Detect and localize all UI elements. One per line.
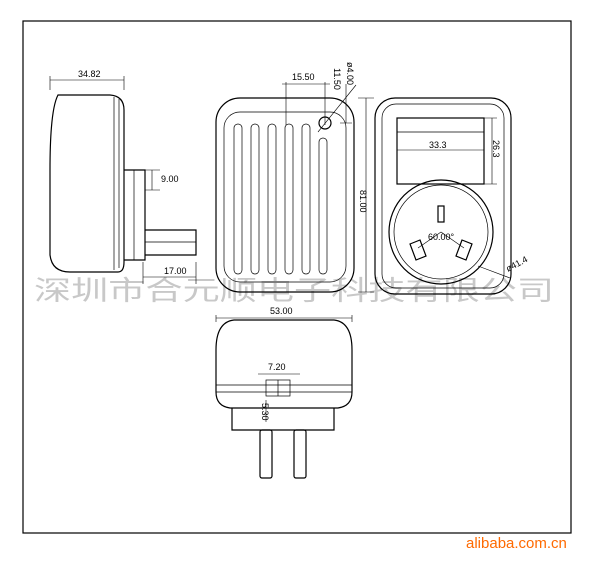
dim-bottom-width: 53.00 — [270, 306, 293, 316]
dim-socket-diameter: ø41.4 — [504, 254, 529, 274]
dim-window-height: 26.3 — [491, 140, 501, 158]
dim-hole-offset: 15.50 — [292, 72, 315, 82]
dim-pin-spacing: 7.20 — [268, 362, 286, 372]
dim-plug-offset: 9.00 — [161, 174, 179, 184]
dim-plug-length: 17.00 — [164, 266, 187, 276]
dim-pin-angle: 60.00° — [428, 232, 455, 242]
dim-side-width: 34.82 — [78, 69, 101, 79]
drawing-frame — [22, 20, 572, 534]
dim-window-width: 33.3 — [429, 140, 447, 150]
dim-pin-width: 5.30 — [260, 403, 270, 421]
alibaba-logo: alibaba.com.cn — [466, 535, 567, 552]
dim-height: 81.00 — [358, 190, 368, 213]
bottom-view — [215, 315, 353, 479]
dim-hole-diameter: ø4.00 — [345, 62, 355, 85]
face-view — [374, 97, 512, 295]
side-view — [49, 76, 197, 284]
back-view — [215, 82, 374, 293]
dim-hole-top: 11.50 — [332, 68, 342, 90]
